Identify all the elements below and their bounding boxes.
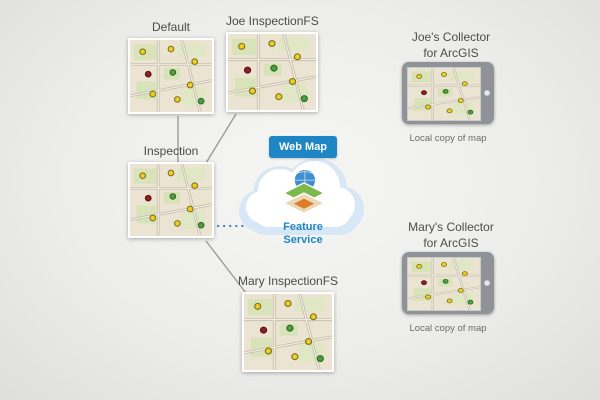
joe-local-copy-caption: Local copy of map [409,133,487,144]
map-art [228,34,316,110]
map-art [244,294,332,370]
map-art [408,258,480,310]
feature-service-label-line1: Feature [283,221,323,233]
mary-collector-title-line2: for ArcGIS [423,235,479,250]
feature-service-label-line2: Service [283,234,323,247]
node-inspection: Inspection [128,144,214,238]
joe-collector-title: Joe's Collector for ArcGIS [396,30,506,61]
node-mary-inspectionfs: Mary InspectionFS [238,274,338,372]
joe-collector-tablet [402,62,494,124]
node-default: Default [128,20,214,114]
tablet-camera-button-icon [484,90,490,96]
map-thumbnail-default [128,38,214,114]
map-art [130,164,212,236]
node-joe-inspectionfs: Joe InspectionFS [226,14,319,112]
mary-collector-tablet [402,252,494,314]
tablet-camera-button-icon [484,280,490,286]
web-map-badge: Web Map [269,136,337,158]
mary-collector-title: Mary's Collector for ArcGIS [396,220,506,251]
feature-service-label: Feature Service [264,221,342,247]
map-art [130,40,212,112]
joe-collector-title-line1: Joe's Collector [411,30,491,44]
mary-collector-title-line1: Mary's Collector [408,220,494,234]
joe-tablet-map-screen [407,67,481,121]
map-thumbnail-mary-inspectionfs [242,292,335,372]
map-thumbnail-inspection [128,162,214,238]
mary-local-copy-caption: Local copy of map [409,323,487,334]
node-default-label: Default [151,20,191,34]
map-thumbnail-joe-inspectionfs [226,32,319,112]
node-joe-inspectionfs-label: Joe InspectionFS [226,14,319,28]
node-inspection-label: Inspection [143,144,199,158]
map-art [408,68,480,120]
node-mary-inspectionfs-label: Mary InspectionFS [238,274,339,288]
feature-service-layers-icon [280,168,328,220]
mary-tablet-map-screen [407,257,481,311]
joe-collector-title-line2: for ArcGIS [423,45,479,60]
